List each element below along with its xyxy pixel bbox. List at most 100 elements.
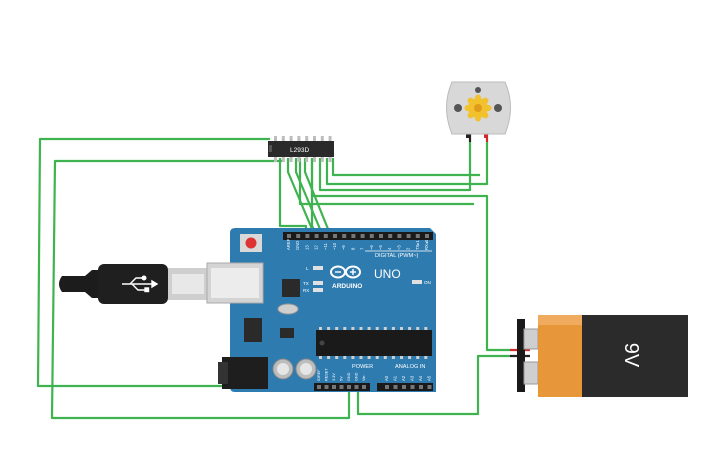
- digital-pin-label: ~5: [378, 245, 383, 250]
- capacitor-icon: [272, 358, 294, 380]
- infinity-logo-icon: [330, 265, 361, 279]
- digital-header: [287, 234, 429, 238]
- digital-pin-label: ~6: [369, 245, 374, 250]
- header-pin[interactable]: [402, 385, 406, 389]
- reset-button-icon[interactable]: [240, 234, 262, 252]
- wire-green[interactable]: [325, 142, 489, 186]
- ic-pin[interactable]: [289, 157, 293, 162]
- header-pin[interactable]: [314, 234, 319, 238]
- header-pin[interactable]: [425, 234, 429, 238]
- header-pin[interactable]: [419, 385, 423, 389]
- ic-pin[interactable]: [328, 157, 332, 162]
- digital-pin-label: 8: [350, 247, 355, 250]
- led-rx-label: RX: [303, 288, 309, 293]
- header-pin[interactable]: [333, 234, 337, 238]
- header-pin[interactable]: [406, 234, 411, 238]
- battery-9v-icon[interactable]: 9V: [517, 315, 688, 397]
- digital-pin-label: 13: [304, 245, 309, 250]
- header-pin[interactable]: [351, 234, 356, 238]
- power-pin-label: 5V: [340, 376, 344, 381]
- capacitor-icon: [295, 358, 317, 380]
- header-pin[interactable]: [410, 385, 415, 389]
- ic-pin[interactable]: [274, 157, 277, 162]
- ic-pin[interactable]: [305, 157, 309, 162]
- usb-cable[interactable]: [59, 264, 208, 304]
- ic-pin[interactable]: [328, 136, 332, 141]
- ic-pin[interactable]: [289, 136, 293, 141]
- power-pin-label: RESET: [325, 368, 329, 381]
- header-pin[interactable]: [287, 234, 291, 238]
- ic-pin[interactable]: [297, 157, 301, 162]
- wire-green[interactable]: [331, 158, 480, 177]
- header-pin[interactable]: [385, 385, 389, 389]
- wire-green[interactable]: [50, 159, 351, 420]
- ic-pin[interactable]: [320, 157, 324, 162]
- dc-barrel-jack-icon: [218, 357, 268, 389]
- header-pin[interactable]: [427, 385, 432, 389]
- digital-pin-label: ~3: [396, 245, 401, 250]
- header-pin[interactable]: [354, 385, 359, 389]
- usb-plug-icon: [59, 264, 208, 304]
- power-pin-label: 3.3V: [332, 373, 336, 381]
- ic-pin[interactable]: [305, 136, 309, 141]
- analog-pin-label: A2: [401, 375, 406, 381]
- digital-pin-label: ~11: [323, 243, 328, 250]
- digital-pin-label: AREF: [286, 238, 291, 250]
- ic-pin[interactable]: [274, 136, 277, 141]
- arduino-logo-text: ARDUINO: [332, 283, 362, 290]
- ic-pin[interactable]: [297, 136, 301, 141]
- dc-motor-icon[interactable]: [446, 81, 511, 138]
- ic-pin[interactable]: [281, 157, 285, 162]
- led-tx-label: TX: [303, 281, 309, 286]
- header-pin[interactable]: [342, 234, 347, 238]
- header-pin[interactable]: [360, 234, 365, 238]
- power-pin-label: GND: [347, 372, 351, 381]
- atmega-chip-icon: [316, 327, 432, 359]
- analog-pin-label: A1: [393, 375, 398, 381]
- on-led-label: ON: [424, 280, 431, 285]
- ic-pin[interactable]: [320, 136, 324, 141]
- wire-green[interactable]: [278, 158, 308, 237]
- header-pin[interactable]: [305, 234, 310, 238]
- header-pin[interactable]: [339, 385, 344, 389]
- ic-pin[interactable]: [313, 157, 316, 162]
- wire-green[interactable]: [310, 158, 510, 352]
- l293d-motor-driver[interactable]: L293D: [268, 136, 334, 162]
- header-pin[interactable]: [379, 234, 383, 238]
- digital-pin-label: GND: [295, 241, 300, 250]
- wire-green[interactable]: [318, 142, 472, 192]
- battery-label: 9V: [620, 343, 642, 368]
- ic-pin[interactable]: [313, 136, 316, 141]
- wire-green[interactable]: [356, 354, 510, 416]
- header-pin[interactable]: [369, 234, 374, 238]
- header-pin[interactable]: [393, 385, 398, 389]
- analog-header-label: ANALOG IN: [395, 364, 425, 370]
- header-pin[interactable]: [347, 385, 351, 389]
- header-pin[interactable]: [317, 385, 321, 389]
- digital-pin-label: TX▸1: [415, 240, 420, 250]
- power-pin-label: IOREF: [317, 369, 321, 381]
- digital-pin-label: RX◂0: [424, 239, 429, 250]
- l293d-label: L293D: [290, 147, 309, 154]
- header-pin[interactable]: [397, 234, 402, 238]
- header-pin[interactable]: [415, 234, 420, 238]
- digital-pin-label: ~9: [341, 245, 346, 250]
- digital-pin-label: ~10: [332, 242, 337, 250]
- header-pin[interactable]: [323, 234, 328, 238]
- ic-pin[interactable]: [281, 136, 285, 141]
- analog-pin-label: A4: [418, 375, 423, 381]
- arduino-model-text: UNO: [374, 267, 401, 281]
- header-pin[interactable]: [362, 385, 366, 389]
- digital-header-label: DIGITAL (PWM~): [375, 253, 418, 259]
- wire-green[interactable]: [298, 158, 474, 206]
- header-pin[interactable]: [332, 385, 336, 389]
- header-pin[interactable]: [296, 234, 301, 238]
- header-pin[interactable]: [388, 234, 393, 238]
- analog-pin-label: A0: [384, 375, 389, 381]
- header-pin[interactable]: [324, 385, 329, 389]
